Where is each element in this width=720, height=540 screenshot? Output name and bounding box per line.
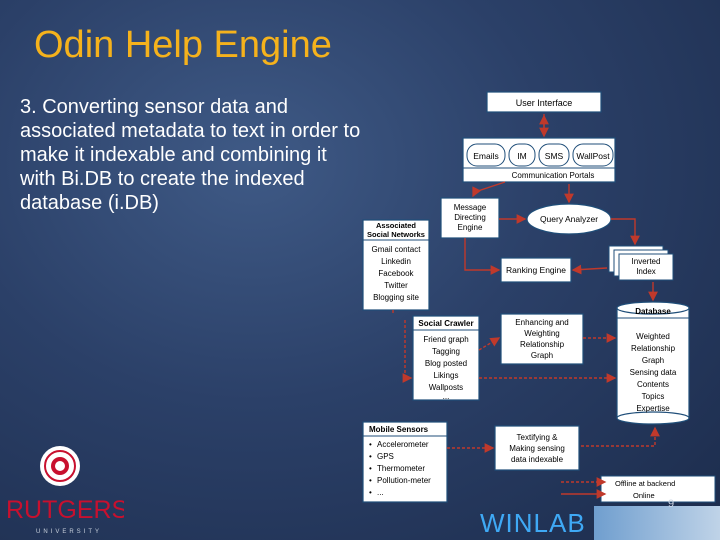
rutgers-wordmark: RUTGERS bbox=[6, 496, 124, 524]
mobile-sensors-box: Mobile Sensors • Accelerometer • GPS • T… bbox=[362, 421, 448, 503]
svg-text:Gmail contact: Gmail contact bbox=[372, 245, 422, 254]
svg-text:Associated: Associated bbox=[376, 221, 416, 230]
svg-text:Contents: Contents bbox=[637, 380, 669, 389]
svg-text:Blog posted: Blog posted bbox=[425, 359, 467, 368]
svg-text:Sensing data: Sensing data bbox=[630, 368, 677, 377]
channel-emails: Emails bbox=[473, 151, 499, 161]
channel-sms: SMS bbox=[545, 151, 564, 161]
svg-text:•: • bbox=[369, 464, 372, 473]
legend-online: Online bbox=[633, 491, 655, 500]
svg-text:Making sensing: Making sensing bbox=[509, 444, 565, 453]
svg-text:Social Crawler: Social Crawler bbox=[418, 319, 473, 328]
svg-text:•: • bbox=[369, 452, 372, 461]
svg-text:•: • bbox=[369, 488, 372, 497]
online-arrows bbox=[464, 114, 658, 302]
rutgers-logo: RUTGERS UNIVERSITY bbox=[6, 446, 124, 535]
svg-text:Friend graph: Friend graph bbox=[423, 335, 468, 344]
svg-text:GPS: GPS bbox=[377, 452, 394, 461]
svg-text:Pollution-meter: Pollution-meter bbox=[377, 476, 431, 485]
svg-text:Relationship: Relationship bbox=[520, 340, 565, 349]
svg-text:Graph: Graph bbox=[531, 351, 553, 360]
winlab-bar bbox=[594, 506, 720, 540]
query-analyzer-box: Query Analyzer bbox=[526, 203, 612, 235]
svg-text:Wallposts: Wallposts bbox=[429, 383, 463, 392]
svg-text:Expertise: Expertise bbox=[636, 404, 670, 413]
legend: Offline at backend Online bbox=[561, 475, 716, 503]
legend-offline: Offline at backend bbox=[615, 479, 675, 488]
enhancing-weighting-box: Enhancing and Weighting Relationship Gra… bbox=[500, 313, 584, 365]
svg-text:Facebook: Facebook bbox=[378, 269, 414, 278]
svg-text:Enhancing and: Enhancing and bbox=[515, 318, 568, 327]
svg-text:Weighted: Weighted bbox=[636, 332, 670, 341]
database-cylinder: Database Weighted Relationship Graph Sen… bbox=[616, 301, 690, 425]
svg-text:Linkedin: Linkedin bbox=[381, 257, 411, 266]
svg-text:Engine: Engine bbox=[458, 223, 483, 232]
svg-text:Thermometer: Thermometer bbox=[377, 464, 425, 473]
message-directing-engine-box: Message Directing Engine bbox=[440, 197, 500, 239]
svg-text:...: ... bbox=[443, 392, 450, 401]
svg-text:Topics: Topics bbox=[642, 392, 665, 401]
communication-portals-label: Communication Portals bbox=[512, 171, 595, 180]
svg-text:Blogging site: Blogging site bbox=[373, 293, 419, 302]
svg-text:Likings: Likings bbox=[434, 371, 459, 380]
svg-text:Textifying &: Textifying & bbox=[517, 433, 559, 442]
svg-text:Accelerometer: Accelerometer bbox=[377, 440, 429, 449]
svg-text:Relationship: Relationship bbox=[631, 344, 676, 353]
slide-title: Odin Help Engine bbox=[34, 24, 332, 66]
svg-text:Graph: Graph bbox=[642, 356, 664, 365]
svg-text:Weighting: Weighting bbox=[524, 329, 559, 338]
svg-text:Ranking Engine: Ranking Engine bbox=[506, 265, 566, 275]
user-interface-label: User Interface bbox=[516, 98, 573, 108]
ranking-engine-box: Ranking Engine bbox=[500, 257, 572, 283]
user-interface-box: User Interface bbox=[486, 91, 602, 113]
architecture-diagram: User Interface Emails IM SMS WallPost Co… bbox=[362, 91, 716, 503]
winlab-logo: WINLAB bbox=[480, 508, 586, 538]
svg-text:Directing: Directing bbox=[454, 213, 486, 222]
svg-text:Query Analyzer: Query Analyzer bbox=[540, 214, 598, 224]
svg-text:Social Networks: Social Networks bbox=[367, 230, 425, 239]
svg-text:•: • bbox=[369, 440, 372, 449]
svg-text:•: • bbox=[369, 476, 372, 485]
svg-text:...: ... bbox=[377, 488, 384, 497]
rutgers-sub: UNIVERSITY bbox=[36, 529, 102, 535]
svg-text:data indexable: data indexable bbox=[511, 455, 564, 464]
channel-im: IM bbox=[517, 151, 526, 161]
svg-text:Inverted: Inverted bbox=[632, 257, 661, 266]
rutgers-seal-icon bbox=[40, 446, 80, 486]
svg-text:Mobile Sensors: Mobile Sensors bbox=[369, 425, 429, 434]
textifying-box: Textifying & Making sensing data indexab… bbox=[494, 425, 580, 471]
social-crawler-box: Social Crawler Friend graph Tagging Blog… bbox=[412, 315, 480, 401]
svg-text:Index: Index bbox=[636, 267, 656, 276]
svg-text:Tagging: Tagging bbox=[432, 347, 460, 356]
offline-arrows bbox=[392, 310, 660, 453]
social-networks-box: Associated Social Networks Gmail contact… bbox=[362, 219, 430, 311]
slide-body-text: 3. Converting sensor data and associated… bbox=[20, 96, 361, 214]
svg-text:Twitter: Twitter bbox=[384, 281, 408, 290]
page-number: 9 bbox=[668, 498, 675, 510]
inverted-index-box: Inverted Index bbox=[608, 245, 674, 281]
svg-text:Message: Message bbox=[454, 203, 487, 212]
channel-wallpost: WallPost bbox=[576, 151, 610, 161]
svg-text:Database: Database bbox=[635, 307, 671, 316]
communication-portals-group: Emails IM SMS WallPost Communication Por… bbox=[462, 137, 616, 183]
